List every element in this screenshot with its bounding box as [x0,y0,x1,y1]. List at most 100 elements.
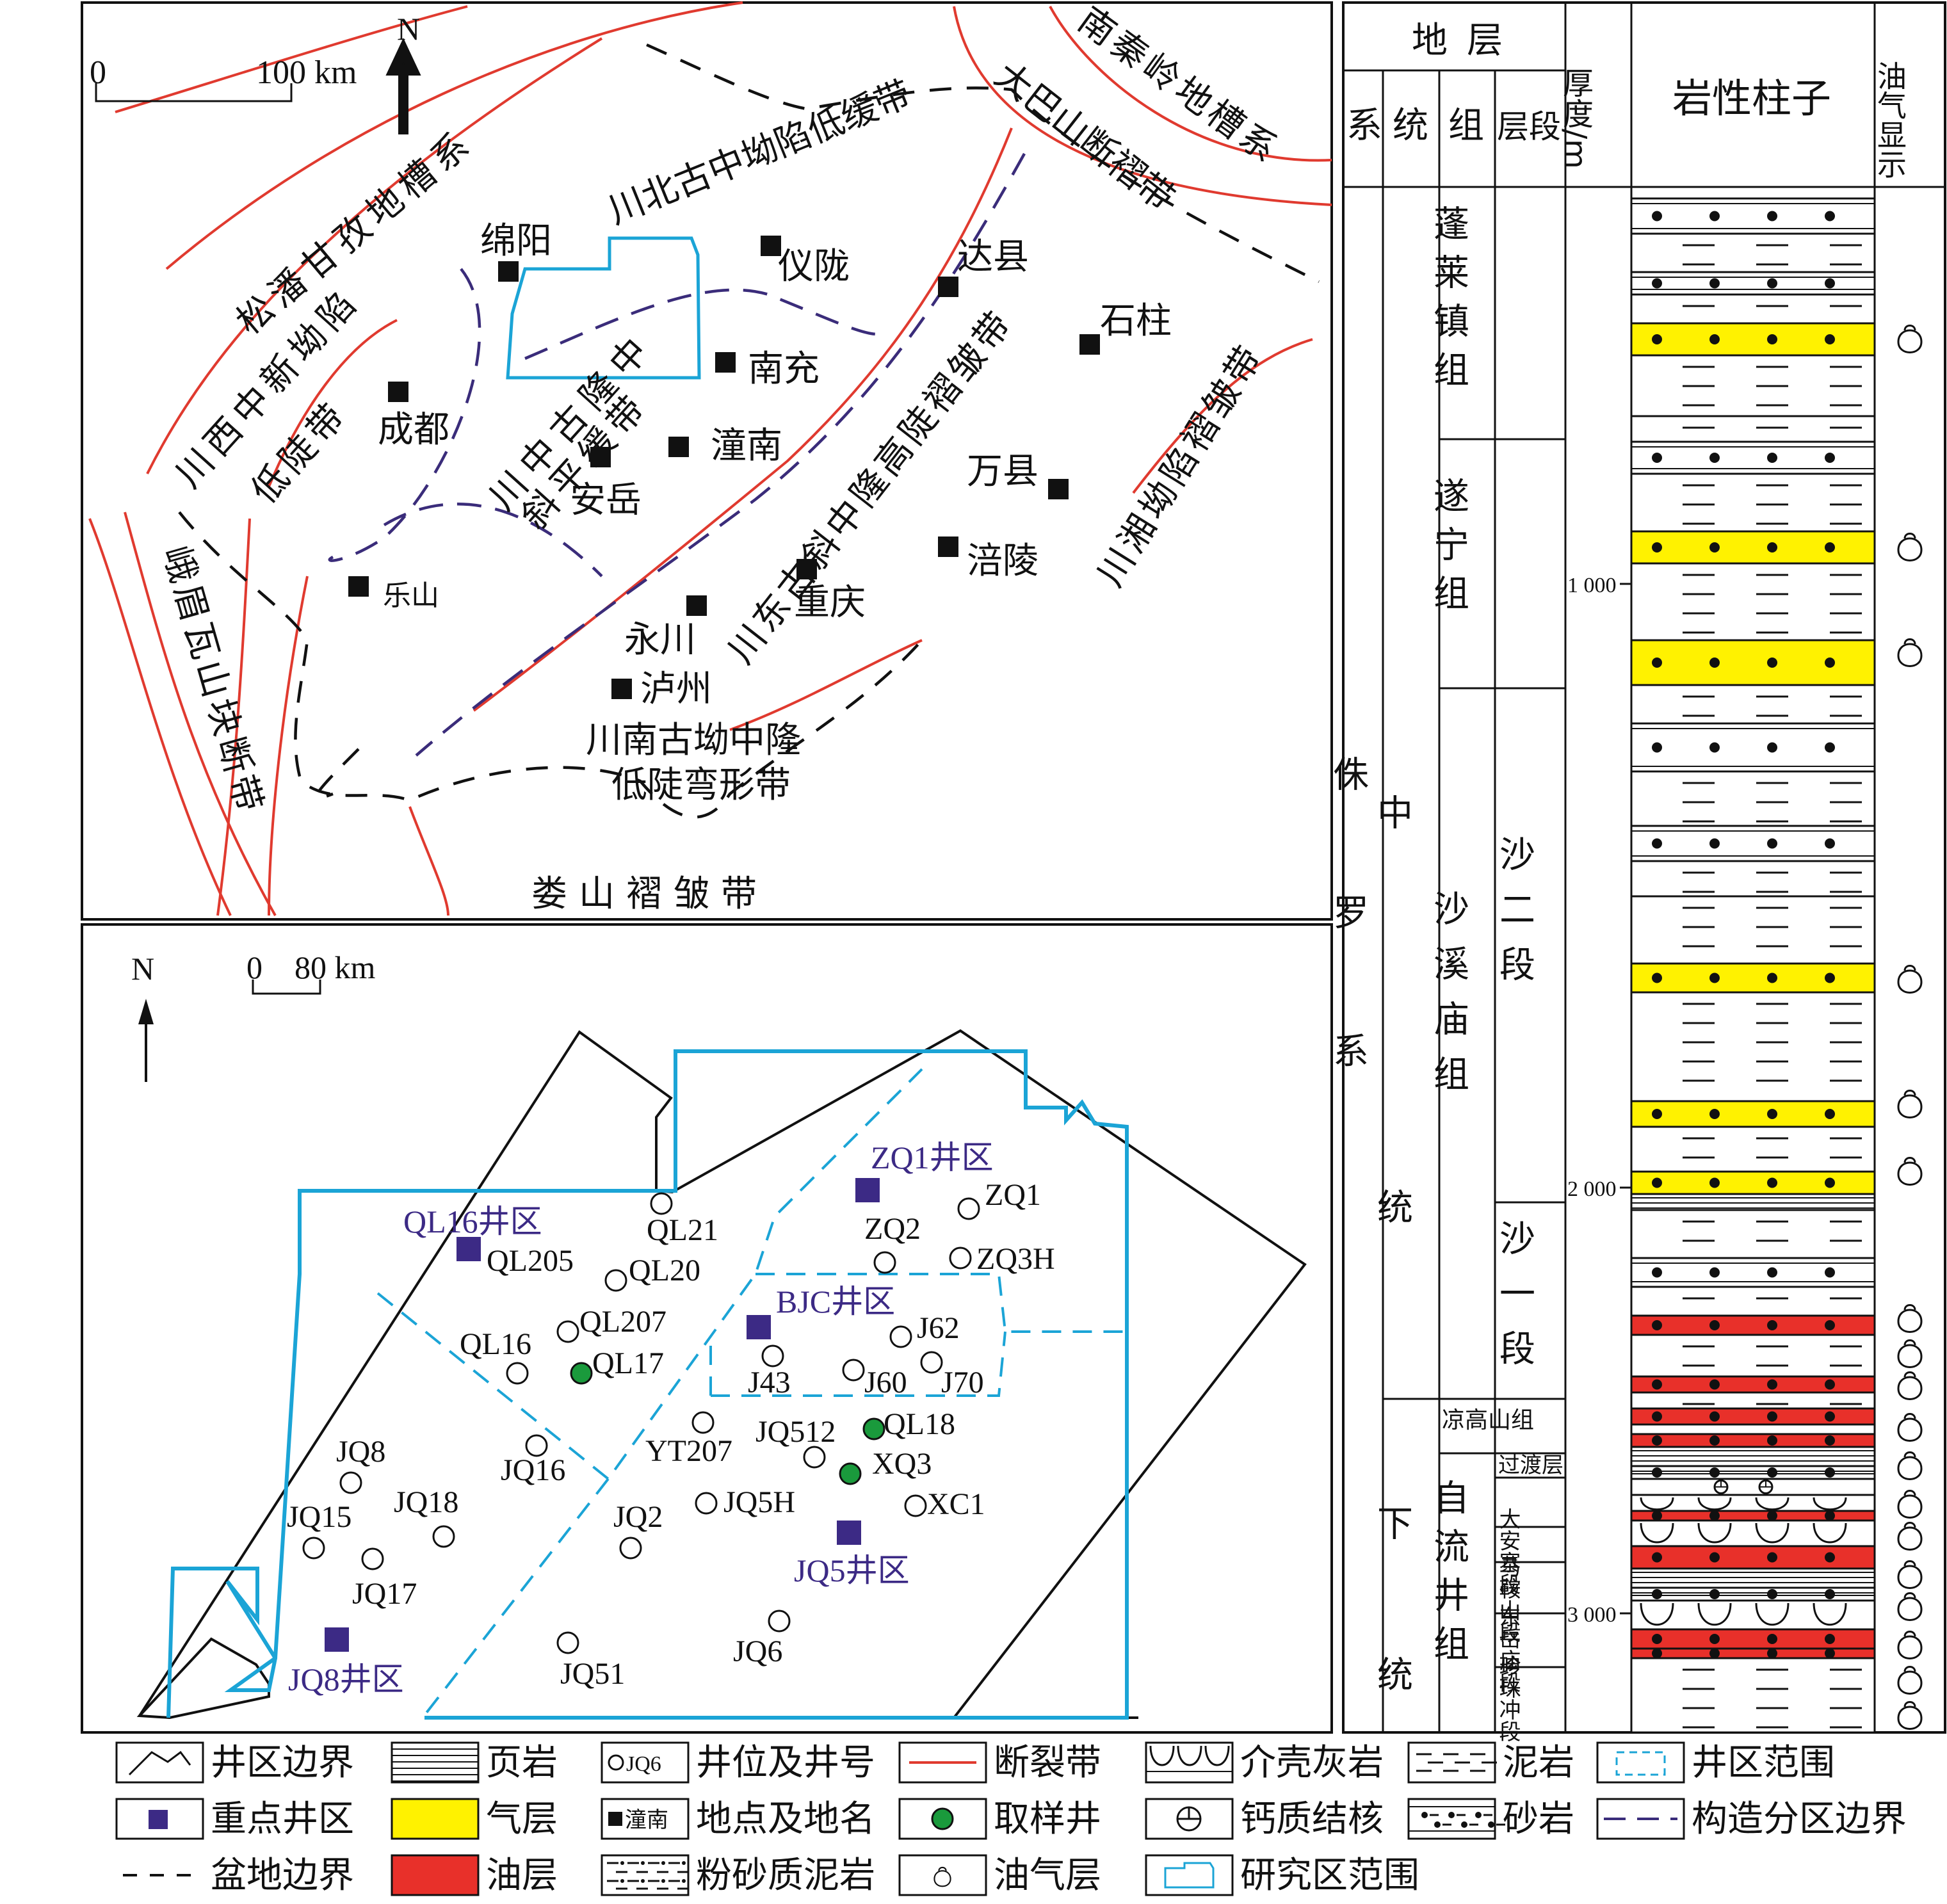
legend-item-well-area-boundary: 井区边界 [115,1741,354,1784]
well-marker: JQ5H [695,1485,795,1519]
legend-label: 砂岩 [1503,1798,1574,1840]
legend-label: 盆地边界 [211,1855,354,1896]
district-label: QL16井区 [403,1204,542,1239]
well-distribution-map: 0 80 km N ZQ1井区 QL16井区 BJC井区 JQ5井 [81,923,1333,1734]
legend-label: 构造分区边界 [1692,1798,1907,1840]
place-label: 仪陇 [778,246,850,287]
well-label: JQ15 [287,1500,351,1534]
well-marker: JQ8 [336,1435,385,1494]
litho-layer-sand [1630,1257,1876,1288]
legend-item-key-well-area: 重点井区 [115,1798,354,1840]
litho-layer-gas [1630,639,1876,686]
well-marker: XQ3 [839,1447,932,1485]
region-label: 低陡弯形带 [611,764,791,806]
litho-layer-mud [1630,684,1876,725]
litho-layer-oil [1630,1433,1876,1448]
legend-label: 泥岩 [1503,1742,1574,1784]
region-label: 川北古中坳陷低缓带 [602,73,917,232]
well-marker: JQ512 [755,1415,836,1469]
formation-header: 组 [1448,105,1484,147]
region-label: 娄山褶皱带 [531,873,768,915]
legend-label: 油气层 [994,1855,1101,1896]
litho-layer-gas [1630,1100,1876,1128]
well-label: JQ17 [352,1577,417,1611]
member-label: 沙一段 [1494,1220,1535,1385]
well-label: JQ5H [723,1485,795,1519]
member-label: 大安寨段 [1495,1508,1521,1595]
well-marker: QL21 [647,1192,718,1247]
map2-frame [81,923,1333,1734]
map1-north-arrow: N [385,11,421,134]
litho-layer-oil [1630,1545,1876,1570]
litho-layer-sand [1630,1465,1876,1480]
well-label: QL21 [647,1213,718,1247]
map1-frame [81,1,1333,921]
legend-label: 井区边界 [211,1742,354,1784]
well-marker: JQ16 [501,1434,565,1487]
system-label: 侏罗系 [1327,755,1369,1170]
series-label: 下统 [1371,1505,1413,1807]
litho-layer-shell [1630,1599,1876,1631]
map2-scale-zero: 0 [246,949,263,985]
well-marker: J43 [748,1344,791,1400]
legend-item-oil-layer: 油层 [391,1854,558,1896]
well-marker: QL17 [570,1346,664,1385]
well-label: JQ51 [560,1657,625,1691]
district-label: JQ8井区 [288,1661,404,1697]
well-label: JQ16 [501,1453,565,1487]
legend-label: 钙质结核 [1240,1798,1384,1840]
series-label: 中统 [1371,794,1413,1583]
well-label: J43 [748,1366,791,1400]
legend-item-tectonic-boundary: 构造分区边界 [1596,1798,1907,1840]
well-marker: J62 [889,1311,960,1348]
well-marker: JQ15 [287,1500,351,1560]
formation-label: 自流井组 [1428,1479,1469,1674]
well-label: J70 [941,1366,984,1400]
legend-item-well-area-range: 井区范围 [1596,1741,1835,1784]
legend-label: 地点及地名 [696,1798,875,1840]
well-marker: QL207 [556,1305,667,1343]
district-label: JQ5井区 [794,1553,910,1588]
legend-item-fault: 断裂带 [898,1741,1101,1784]
district-label: BJC井区 [776,1284,895,1319]
litho-layer-mud [1630,562,1876,641]
depth-tick: 3 000 [1567,1603,1617,1627]
legend-label: 气层 [486,1798,558,1840]
north-label: N [397,11,420,47]
legend-item-sample-well: 取样井 [898,1798,1101,1840]
litho-layer-sand [1630,271,1876,296]
well-label: JQ2 [613,1500,663,1534]
member-label: 珍珠冲段 [1495,1655,1521,1742]
litho-layer-mud [1630,770,1876,827]
well-marker: JQ51 [556,1631,625,1691]
legend-item-gas-layer: 气层 [391,1798,558,1840]
lithology-column [1630,186,1876,1734]
legend-item-calcareous-nodule: 钙质结核 [1145,1798,1384,1840]
well-marker: QL16 [460,1327,531,1385]
legend-item-study-area: 研究区范围 [1145,1854,1419,1896]
strata-header: 地层 [1412,20,1522,61]
depth-ticks: 1 000 2 000 3 000 [1567,574,1631,1627]
litho-layer-mud [1630,991,1876,1102]
place-markers: 绵阳 仪陇 达县 石柱 南充 成都 潼南 安岳 万县 乐山 涪陵 重庆 永川 泸… [348,220,1172,710]
litho-layer-gas [1630,1170,1876,1195]
system-header: 系 [1346,105,1382,147]
well-label: QL20 [629,1254,700,1287]
litho-layer-oil [1630,1510,1876,1522]
well-label: ZQ3H [976,1242,1055,1276]
basin-boundary [178,43,1320,819]
legend-item-silty-mudstone: 粉砂质泥岩 [601,1854,875,1896]
well-label: ZQ1 [985,1178,1041,1212]
stratum-labels: 侏罗系 中统 下统 蓬莱镇组 遂宁组 沙溪庙组 凉高山组 自流井组 沙二段 沙一… [1327,205,1564,1807]
litho-layer-sand [1630,722,1876,773]
member-label: 沙二段 [1494,835,1535,1001]
well-marker: J70 [920,1351,984,1400]
litho-layer-mud [1630,1125,1876,1173]
well-marker: J60 [842,1359,907,1400]
legend-item-mudstone: 泥岩 [1407,1741,1574,1784]
well-area-boundary [138,1029,1307,1719]
litho-layer-mud [1630,186,1876,200]
well-marker: QL20 [604,1254,700,1292]
formation-label: 蓬莱镇组 [1428,205,1469,399]
